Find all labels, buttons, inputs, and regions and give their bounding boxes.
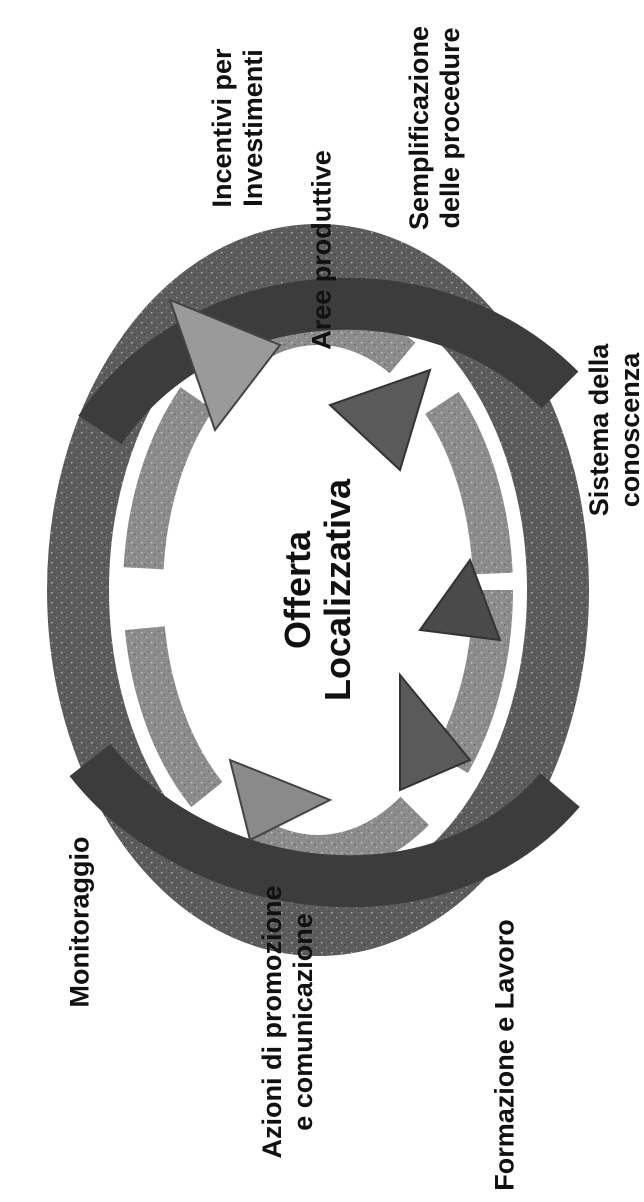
node-incentivi: Incentivi per Investimenti (207, 48, 269, 207)
node-azioni-line1: Azioni di promozione (257, 886, 288, 1159)
node-incentivi-line1: Incentivi per (207, 48, 238, 207)
center-label: Offerta Localizzativa (278, 479, 358, 701)
node-formazione: Formazione e Lavoro (490, 919, 521, 1191)
node-sistema-line2: conoscenza (615, 344, 644, 517)
node-azioni-line2: e comunicazione (288, 886, 319, 1159)
arrow-head-top-right (330, 370, 430, 470)
node-aree-produttive-text: Aree produttive (307, 150, 338, 350)
node-azioni: Azioni di promozione e comunicazione (257, 886, 319, 1159)
node-monitoraggio: Monitoraggio (65, 837, 96, 1008)
node-semplificazione-line1: Semplificazione (404, 26, 435, 230)
node-sistema-line1: Sistema della (584, 344, 615, 517)
node-incentivi-line2: Investimenti (238, 48, 269, 207)
node-semplificazione-line2: delle procedure (435, 26, 466, 230)
node-formazione-text: Formazione e Lavoro (490, 919, 521, 1191)
node-aree-produttive: Aree produttive (307, 150, 338, 350)
node-monitoraggio-text: Monitoraggio (65, 837, 96, 1008)
center-label-line2: Localizzativa (318, 479, 358, 701)
center-label-line1: Offerta (278, 479, 318, 701)
node-semplificazione: Semplificazione delle procedure (404, 26, 466, 230)
node-sistema: Sistema della conoscenza (584, 344, 644, 517)
